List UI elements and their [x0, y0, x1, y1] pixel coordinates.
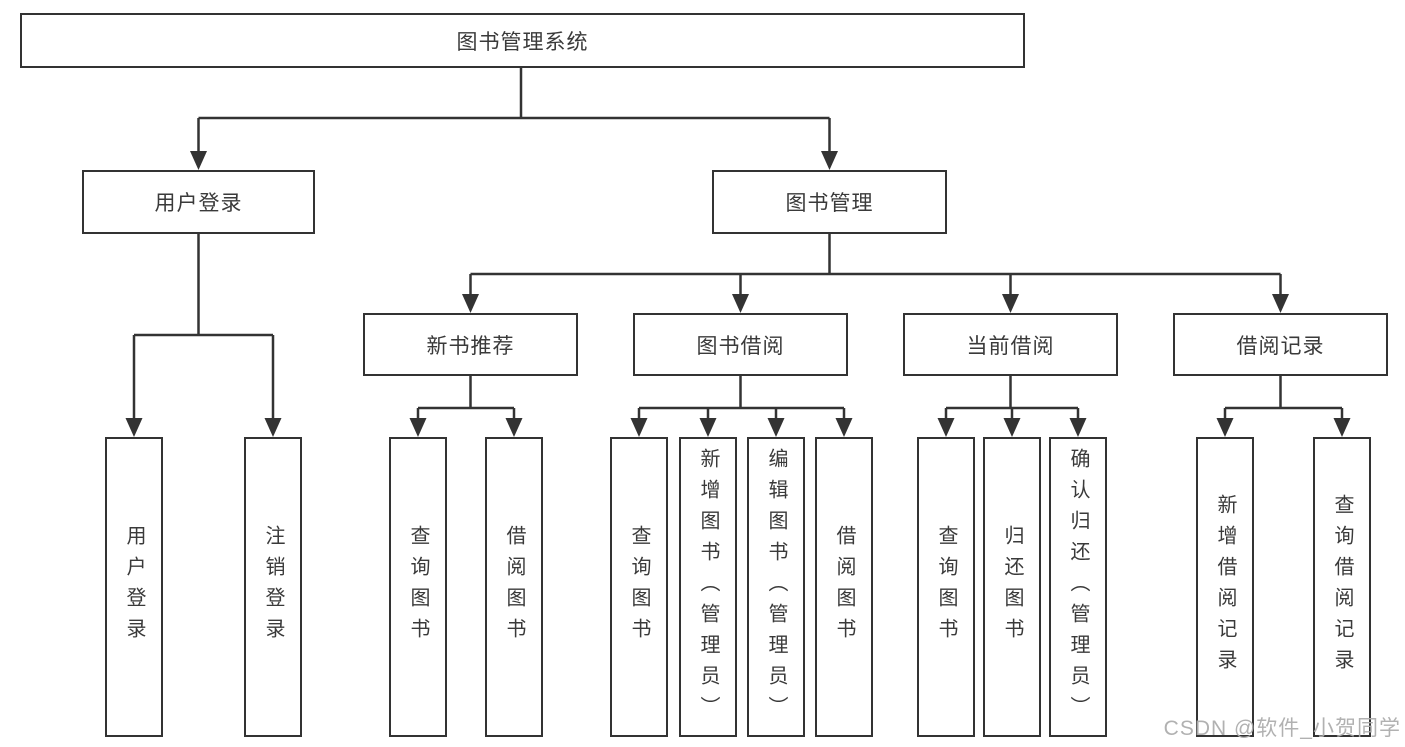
node-current-borrowing-label: 当前借阅 — [966, 334, 1055, 358]
node-new-book-recommend-label: 新书推荐 — [426, 334, 515, 358]
leaf-query-borrow-record: 查询借阅记录 — [1313, 437, 1371, 737]
node-user-login-branch-label: 用户登录 — [154, 192, 243, 215]
leaf-query-books-current: 查询图书 — [917, 437, 975, 737]
leaf-add-borrow-record-label: 新增借阅记录 — [1214, 494, 1236, 680]
csdn-watermark: CSDN @软件_小贺同学 — [1163, 717, 1401, 740]
leaf-add-borrow-record: 新增借阅记录 — [1196, 437, 1254, 737]
leaf-borrow-books-recommend-label: 借阅图书 — [503, 525, 525, 649]
node-library-system-label: 图书管理系统 — [456, 30, 589, 54]
node-book-borrowing-label: 图书借阅 — [696, 334, 785, 358]
arrowheads — [125, 151, 1351, 437]
leaf-return-book: 归还图书 — [983, 437, 1041, 737]
leaf-edit-book-admin-label: 编辑图书（管理员） — [765, 447, 787, 727]
node-book-management-label: 图书管理 — [785, 192, 874, 215]
node-library-system: 图书管理系统 — [20, 13, 1025, 68]
leaf-return-book-label: 归还图书 — [1001, 525, 1023, 649]
leaf-add-book-admin-label: 新增图书（管理员） — [697, 447, 719, 727]
leaf-borrow-books-borrowing-label: 借阅图书 — [833, 525, 855, 649]
node-new-book-recommend: 新书推荐 — [363, 313, 578, 376]
leaf-query-books-borrowing: 查询图书 — [610, 437, 668, 737]
leaf-logout: 注销登录 — [244, 437, 302, 737]
leaf-query-books-recommend: 查询图书 — [389, 437, 447, 737]
leaf-query-books-borrowing-label: 查询图书 — [628, 525, 650, 649]
node-current-borrowing: 当前借阅 — [903, 313, 1118, 376]
leaf-user-login: 用户登录 — [105, 437, 163, 737]
leaf-confirm-return-admin-label: 确认归还（管理员） — [1067, 447, 1089, 727]
leaf-query-borrow-record-label: 查询借阅记录 — [1331, 494, 1353, 680]
node-book-borrowing: 图书借阅 — [633, 313, 848, 376]
leaf-logout-label: 注销登录 — [262, 525, 284, 649]
leaf-confirm-return-admin: 确认归还（管理员） — [1049, 437, 1107, 737]
node-book-management: 图书管理 — [712, 170, 947, 234]
node-borrowing-records: 借阅记录 — [1173, 313, 1388, 376]
leaf-add-book-admin: 新增图书（管理员） — [679, 437, 737, 737]
leaf-query-books-recommend-label: 查询图书 — [407, 525, 429, 649]
leaf-borrow-books-recommend: 借阅图书 — [485, 437, 543, 737]
node-user-login-branch: 用户登录 — [82, 170, 315, 234]
leaf-query-books-current-label: 查询图书 — [935, 525, 957, 649]
node-borrowing-records-label: 借阅记录 — [1236, 334, 1325, 358]
leaf-edit-book-admin: 编辑图书（管理员） — [747, 437, 805, 737]
leaf-borrow-books-borrowing: 借阅图书 — [815, 437, 873, 737]
leaf-user-login-label: 用户登录 — [123, 525, 145, 649]
